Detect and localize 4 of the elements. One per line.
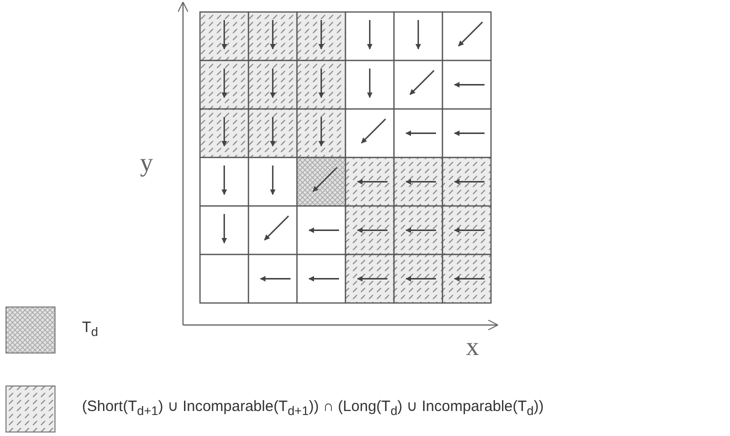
legend-text: (Short(T$_{d+1}$) ∪ Incomparable(T$_{d+1}$)) ∩ (Long(T$_{d}$) ∪ Incomparable(T$_{d}$)) (82, 398, 544, 419)
legend-text: T$_{d}$ (82, 319, 98, 340)
axis-label: x (466, 334, 479, 360)
axis-label: y (140, 150, 153, 176)
